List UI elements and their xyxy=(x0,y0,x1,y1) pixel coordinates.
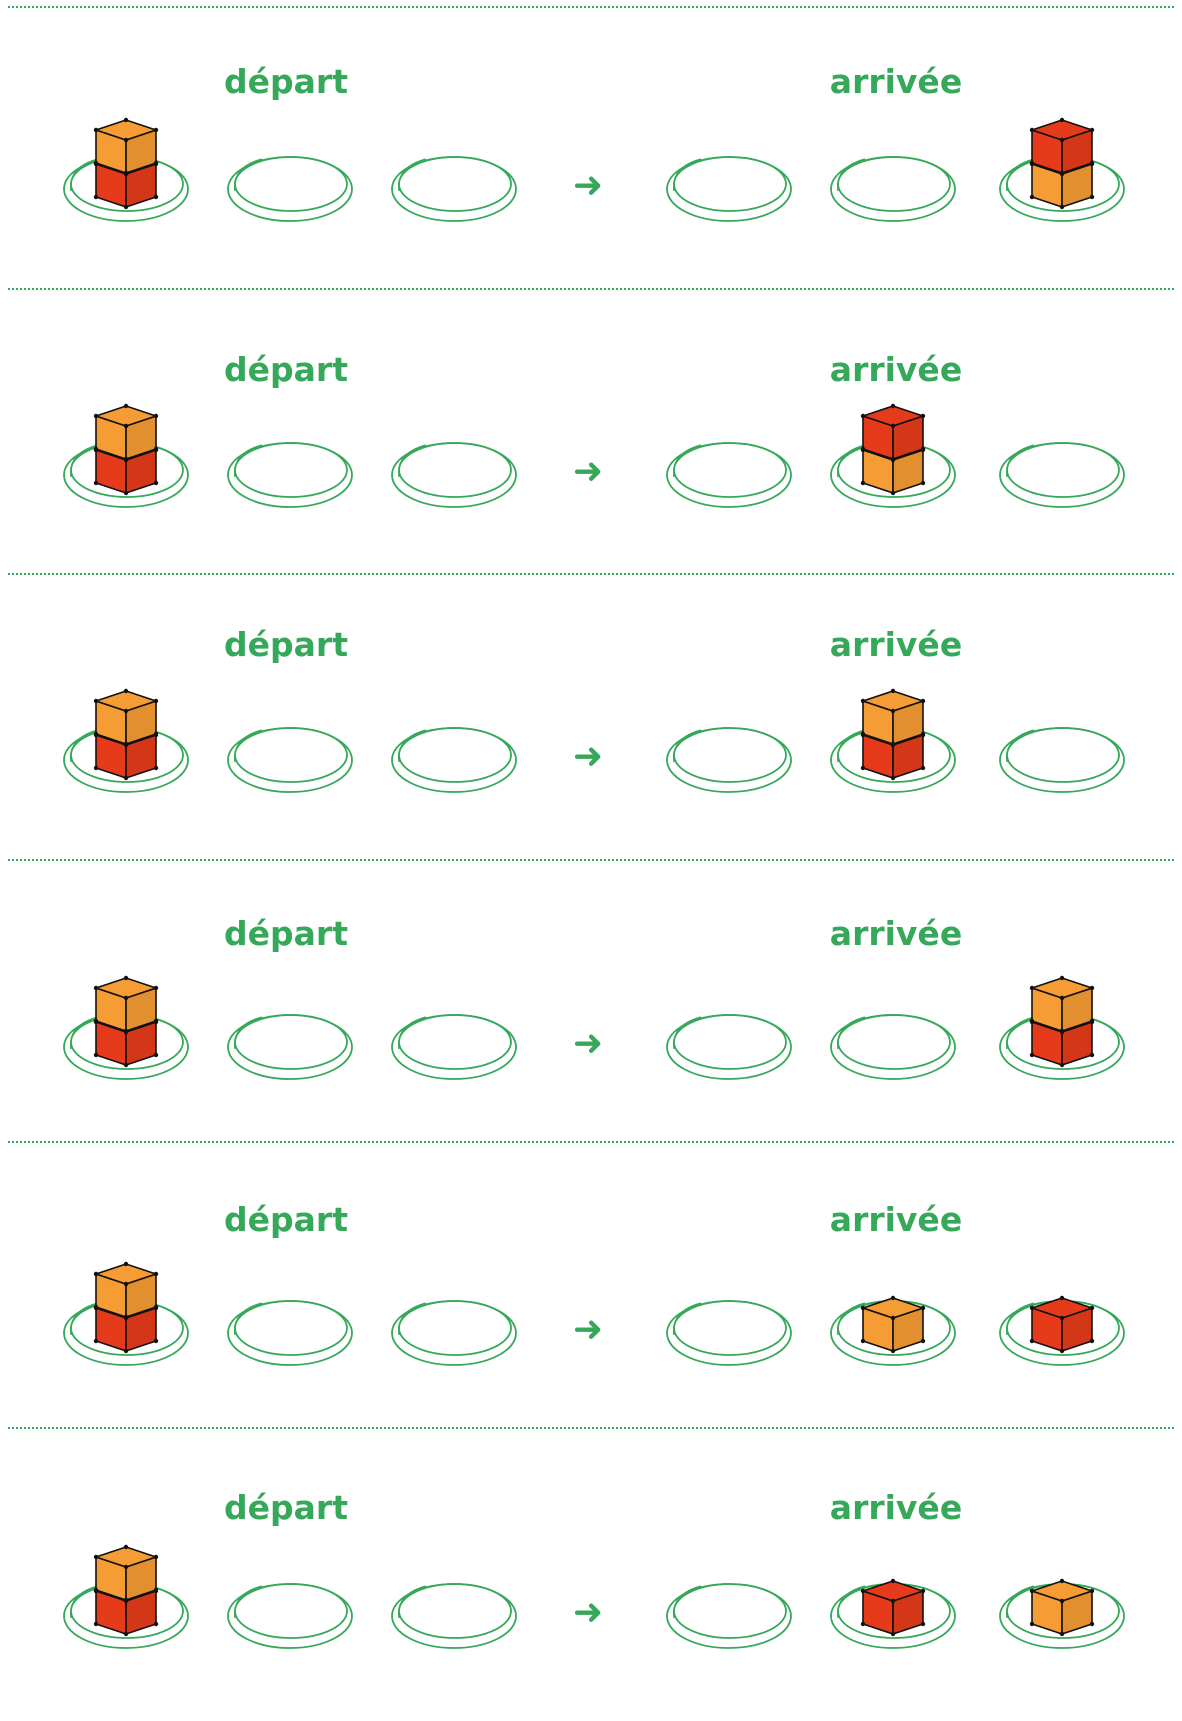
plate xyxy=(228,1584,352,1648)
arrow-icon: ➜ xyxy=(573,736,603,777)
plate xyxy=(1000,728,1124,792)
orange-cube xyxy=(1030,1579,1094,1636)
plate xyxy=(392,1015,516,1079)
plate xyxy=(667,1301,791,1365)
plate xyxy=(228,443,352,507)
plate xyxy=(228,1015,352,1079)
arrow-icon: ➜ xyxy=(573,165,603,206)
plate xyxy=(392,728,516,792)
plate xyxy=(228,157,352,221)
arrow-icon: ➜ xyxy=(573,1592,603,1633)
plate xyxy=(392,1301,516,1365)
plate xyxy=(1000,443,1124,507)
plate xyxy=(228,1301,352,1365)
plate xyxy=(667,1584,791,1648)
plate xyxy=(667,728,791,792)
red-cube xyxy=(1030,1296,1094,1353)
red-cube xyxy=(861,1579,925,1636)
arrow-icon: ➜ xyxy=(573,1023,603,1064)
plate xyxy=(228,728,352,792)
plate xyxy=(392,443,516,507)
plate xyxy=(831,1015,955,1079)
plate xyxy=(831,157,955,221)
plate xyxy=(667,443,791,507)
orange-cube xyxy=(861,1296,925,1353)
plate xyxy=(392,157,516,221)
plate xyxy=(667,157,791,221)
plate xyxy=(667,1015,791,1079)
plate xyxy=(392,1584,516,1648)
arrow-icon: ➜ xyxy=(573,1309,603,1350)
arrow-icon: ➜ xyxy=(573,451,603,492)
